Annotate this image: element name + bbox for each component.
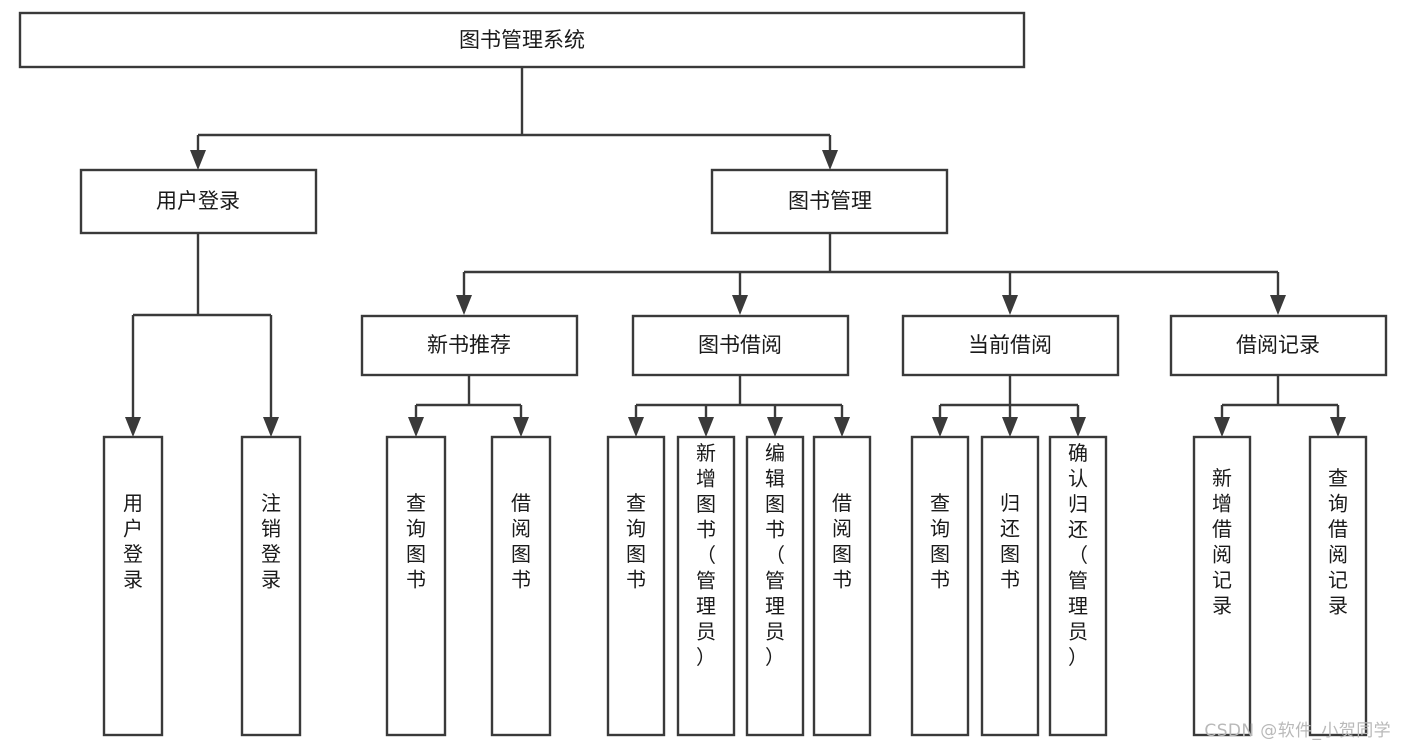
node-current-borrow[interactable]: 当前借阅: [901, 314, 1120, 377]
arrow-leaf-add-record: [1214, 417, 1230, 437]
arrow-to-borrow-record: [1270, 295, 1286, 315]
arrow-to-book-borrow: [732, 295, 748, 315]
node-user-login-label: 用户登录: [156, 189, 240, 213]
arrow-leaf-query-record: [1330, 417, 1346, 437]
node-leaf-query-book-1-box[interactable]: [385, 435, 447, 737]
arrow-leaf-edit-book: [767, 417, 783, 437]
node-leaf-logout-box[interactable]: [240, 435, 302, 737]
arrow-to-new-book-rec: [456, 295, 472, 315]
node-leaf-query-book-2-box[interactable]: [606, 435, 666, 737]
node-borrow-record-label: 借阅记录: [1236, 333, 1320, 357]
node-leaf-add-book-box[interactable]: [676, 435, 736, 737]
node-leaf-logout[interactable]: 注销登录: [240, 435, 302, 737]
node-user-login-box[interactable]: [79, 168, 318, 235]
node-leaf-confirm-return-box[interactable]: [1048, 435, 1108, 737]
node-leaf-borrow-book-2[interactable]: 借阅图书: [812, 435, 872, 737]
node-leaf-borrow-book-2-label: 借阅图书: [832, 491, 852, 592]
node-root[interactable]: 图书管理系统: [18, 11, 1026, 69]
arrow-leaf-confirm-return: [1070, 417, 1086, 437]
connectors: [125, 67, 1346, 437]
arrow-to-current-borrow: [1002, 295, 1018, 315]
node-leaf-confirm-return-label: 确认归还（管理员）: [1068, 441, 1088, 669]
node-leaf-confirm-return[interactable]: 确认归还（管理员）: [1048, 435, 1108, 737]
node-book-borrow[interactable]: 图书借阅: [631, 314, 850, 377]
node-new-book-rec-box[interactable]: [360, 314, 579, 377]
node-leaf-borrow-book-1[interactable]: 借阅图书: [490, 435, 552, 737]
arrow-leaf-borrow-book-1: [513, 417, 529, 437]
node-current-borrow-label: 当前借阅: [968, 333, 1052, 357]
arrow-leaf-logout: [263, 417, 279, 437]
node-new-book-rec-label: 新书推荐: [427, 333, 511, 357]
node-book-manage-box[interactable]: [710, 168, 949, 235]
node-leaf-return-book[interactable]: 归还图书: [980, 435, 1040, 737]
arrow-leaf-query-book-1: [408, 417, 424, 437]
node-leaf-add-record-box[interactable]: [1192, 435, 1252, 737]
node-leaf-edit-book[interactable]: 编辑图书（管理员）: [745, 435, 805, 737]
node-book-borrow-label: 图书借阅: [698, 333, 782, 357]
arrow-leaf-add-book: [698, 417, 714, 437]
node-root-box[interactable]: [18, 11, 1026, 69]
node-current-borrow-box[interactable]: [901, 314, 1120, 377]
node-leaf-query-book-3-box[interactable]: [910, 435, 970, 737]
node-leaf-query-book-2-label: 查询图书: [626, 491, 646, 592]
node-leaf-add-book-label: 新增图书（管理员）: [696, 441, 716, 669]
arrow-leaf-borrow-book-2: [834, 417, 850, 437]
node-book-borrow-box[interactable]: [631, 314, 850, 377]
node-user-login[interactable]: 用户登录: [79, 168, 318, 235]
node-borrow-record[interactable]: 借阅记录: [1169, 314, 1388, 377]
node-leaf-return-book-box[interactable]: [980, 435, 1040, 737]
node-book-manage-label: 图书管理: [788, 189, 872, 213]
node-leaf-query-record-label: 查询借阅记录: [1328, 466, 1348, 618]
node-leaf-query-book-2[interactable]: 查询图书: [606, 435, 666, 737]
node-leaf-query-book-1[interactable]: 查询图书: [385, 435, 447, 737]
arrow-to-book-manage: [822, 150, 838, 170]
arrow-leaf-query-book-3: [932, 417, 948, 437]
node-leaf-return-book-label: 归还图书: [1000, 491, 1020, 592]
node-leaf-edit-book-label: 编辑图书（管理员）: [765, 441, 785, 669]
node-leaf-add-book[interactable]: 新增图书（管理员）: [676, 435, 736, 737]
node-leaf-user-login-label: 用户登录: [123, 491, 143, 592]
node-leaf-add-record-label: 新增借阅记录: [1212, 466, 1232, 618]
node-leaf-edit-book-box[interactable]: [745, 435, 805, 737]
node-new-book-rec[interactable]: 新书推荐: [360, 314, 579, 377]
node-leaf-query-book-1-label: 查询图书: [406, 491, 426, 592]
arrow-to-user-login: [190, 150, 206, 170]
node-leaf-logout-label: 注销登录: [261, 491, 281, 592]
node-leaf-query-record-box[interactable]: [1308, 435, 1368, 737]
node-leaf-query-book-3-label: 查询图书: [930, 491, 950, 592]
node-leaf-borrow-book-1-label: 借阅图书: [511, 491, 531, 592]
node-leaf-query-book-3[interactable]: 查询图书: [910, 435, 970, 737]
node-book-manage[interactable]: 图书管理: [710, 168, 949, 235]
node-leaf-add-record[interactable]: 新增借阅记录: [1192, 435, 1252, 737]
arrow-leaf-user-login: [125, 417, 141, 437]
node-leaf-query-record[interactable]: 查询借阅记录: [1308, 435, 1368, 737]
arrow-leaf-query-book-2: [628, 417, 644, 437]
node-leaf-user-login-box[interactable]: [102, 435, 164, 737]
node-leaf-user-login[interactable]: 用户登录: [102, 435, 164, 737]
arrow-leaf-return-book: [1002, 417, 1018, 437]
node-leaf-borrow-book-1-box[interactable]: [490, 435, 552, 737]
node-borrow-record-box[interactable]: [1169, 314, 1388, 377]
node-root-label: 图书管理系统: [459, 28, 585, 52]
node-leaf-borrow-book-2-box[interactable]: [812, 435, 872, 737]
